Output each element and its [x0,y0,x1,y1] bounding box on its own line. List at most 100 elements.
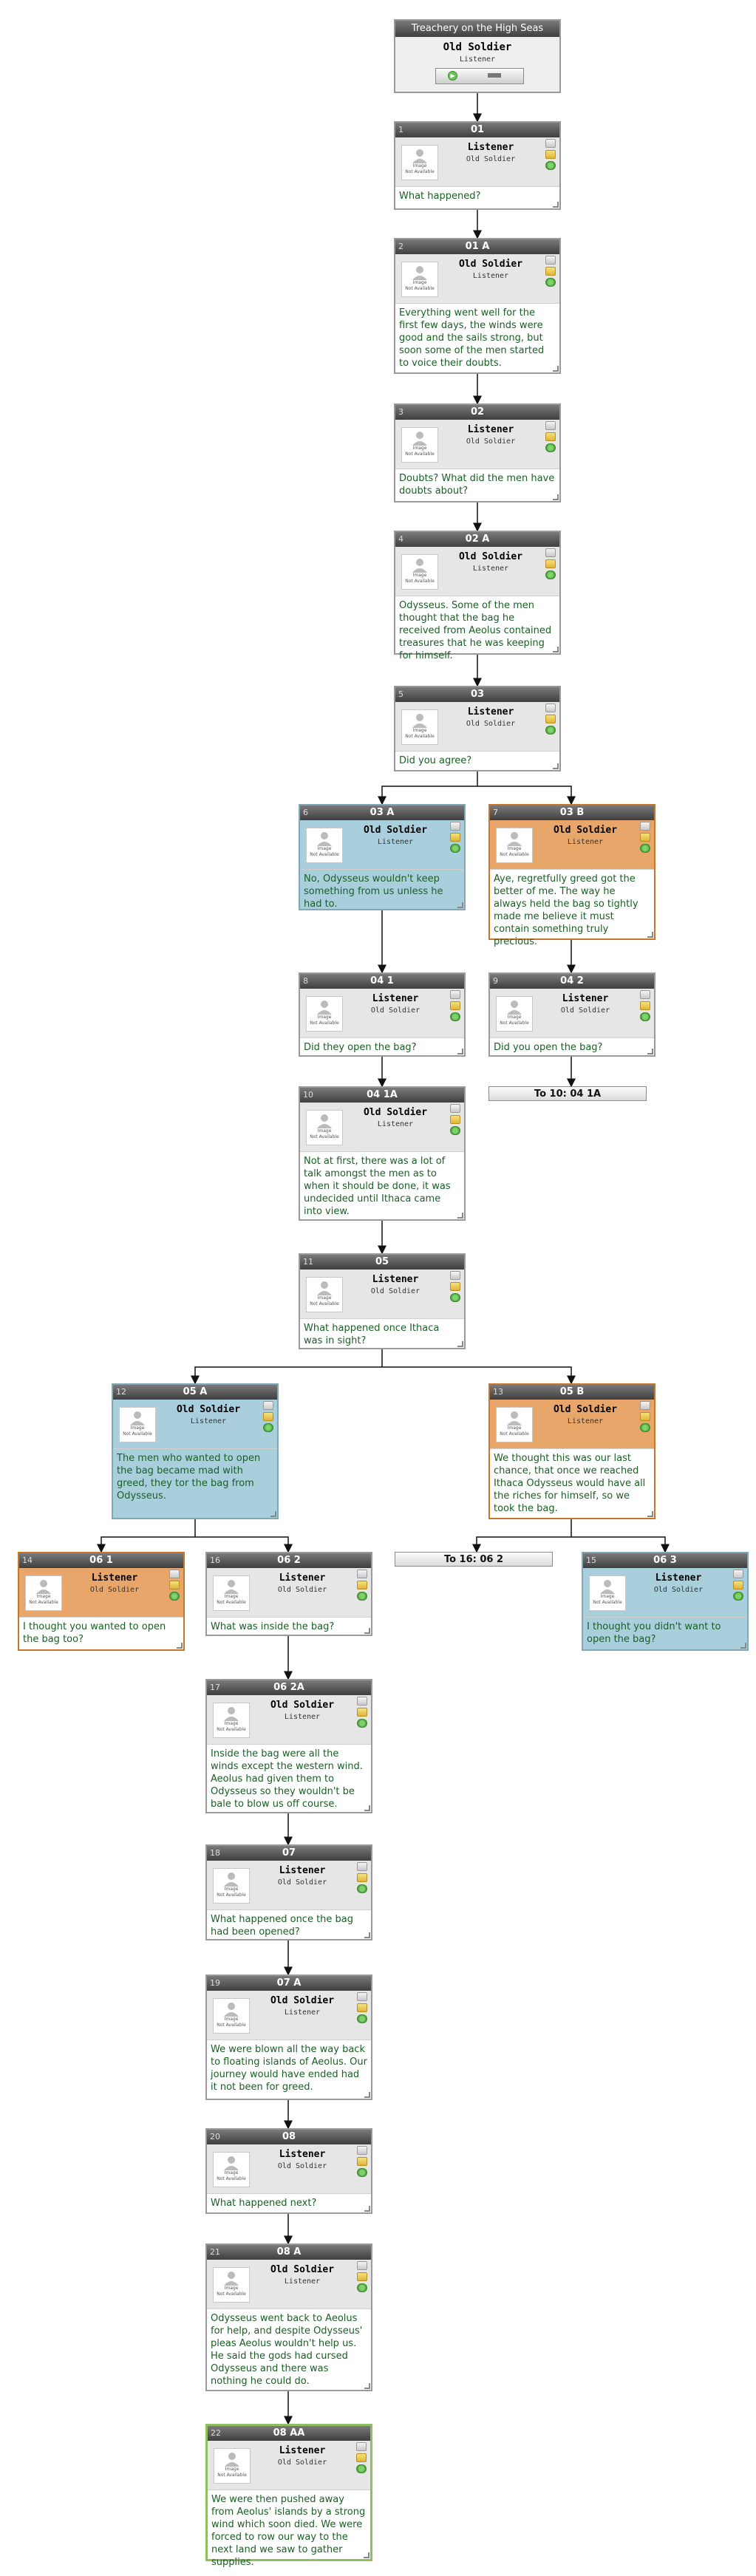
edit-icon[interactable] [356,2442,367,2451]
note-icon[interactable] [545,150,556,159]
edit-icon[interactable] [357,1862,367,1871]
note-icon[interactable] [640,833,650,842]
play-icon[interactable] [357,2283,367,2292]
play-icon[interactable] [640,844,650,853]
note-icon[interactable] [640,1001,650,1010]
resize-grip-icon[interactable] [457,1213,463,1219]
play-icon[interactable] [357,2014,367,2023]
note-icon[interactable] [169,1581,180,1589]
note-icon[interactable] [640,1412,650,1421]
edit-icon[interactable] [545,256,556,265]
note-icon[interactable] [357,1708,367,1717]
note-icon[interactable] [357,2157,367,2166]
note-icon[interactable] [450,833,460,842]
resize-grip-icon[interactable] [553,366,559,372]
play-icon[interactable] [357,1884,367,1893]
edit-icon[interactable] [169,1570,180,1578]
note-icon[interactable] [263,1412,273,1421]
edit-icon[interactable] [545,548,556,557]
edit-icon[interactable] [450,1271,460,1280]
resize-grip-icon[interactable] [364,2383,370,2389]
resize-grip-icon[interactable] [270,1511,276,1517]
resize-grip-icon[interactable] [364,1932,370,1938]
edit-icon[interactable] [733,1570,743,1578]
edit-icon[interactable] [357,1992,367,2001]
play-icon[interactable]: ▶ [448,71,457,81]
note-icon[interactable] [357,2003,367,2012]
edit-icon[interactable] [545,703,556,712]
note-icon[interactable] [545,559,556,568]
edit-icon[interactable] [263,1401,273,1410]
note-icon[interactable] [545,715,556,723]
play-icon[interactable] [545,570,556,579]
note-icon[interactable] [357,1873,367,1882]
resize-grip-icon[interactable] [553,763,559,769]
play-icon[interactable] [450,1126,460,1135]
edit-icon[interactable] [640,1401,650,1410]
resize-grip-icon[interactable] [364,2552,370,2558]
play-icon[interactable] [356,2464,367,2473]
edit-icon[interactable] [357,2261,367,2270]
playback-controls[interactable]: ▶ [435,68,524,84]
note-icon[interactable] [545,267,556,276]
resize-grip-icon[interactable] [364,1805,370,1811]
stop-icon[interactable] [488,73,501,78]
play-icon[interactable] [169,1592,180,1601]
play-icon[interactable] [640,1423,650,1432]
edit-icon[interactable] [640,990,650,999]
resize-grip-icon[interactable] [364,2206,370,2212]
note-icon[interactable] [357,2272,367,2281]
play-icon[interactable] [357,1592,367,1601]
resize-grip-icon[interactable] [647,1049,653,1054]
resize-grip-icon[interactable] [553,494,559,500]
play-icon[interactable] [450,844,460,853]
play-icon[interactable] [733,1592,743,1601]
note-icon[interactable] [450,1115,460,1124]
resize-grip-icon[interactable] [457,1341,463,1347]
play-icon[interactable] [545,278,556,287]
note-icon[interactable] [356,2453,367,2462]
play-icon[interactable] [545,161,556,170]
resize-grip-icon[interactable] [553,202,559,208]
edit-icon[interactable] [450,1104,460,1113]
play-icon[interactable] [450,1012,460,1021]
resize-grip-icon[interactable] [457,1049,463,1054]
edit-icon[interactable] [640,822,650,831]
play-icon[interactable] [263,1423,273,1432]
play-icon[interactable] [545,443,556,452]
resize-grip-icon[interactable] [364,2092,370,2098]
resize-grip-icon[interactable] [647,1511,653,1517]
play-icon[interactable] [357,2168,367,2177]
resize-grip-icon[interactable] [647,932,653,938]
play-icon[interactable] [357,1719,367,1728]
